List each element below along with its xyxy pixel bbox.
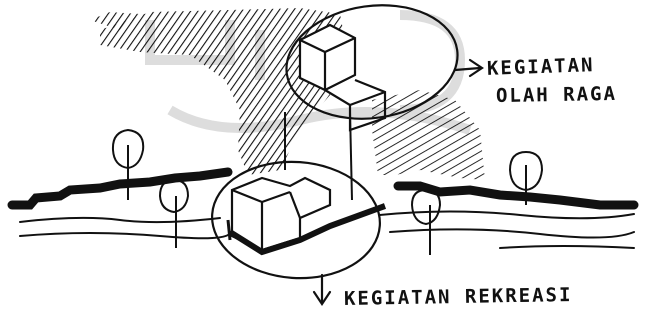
tree-group <box>111 128 544 255</box>
ground-contours <box>7 167 639 249</box>
arrow-to-olah-raga <box>453 58 484 78</box>
tree-left-1 <box>111 128 145 200</box>
label-kegiatan-rekreasi: KEGIATAN REKREASI <box>343 284 573 310</box>
tree-right-2 <box>410 188 442 255</box>
zone-olah-raga <box>285 4 459 132</box>
hatched-background <box>90 8 485 180</box>
label-kegiatan-olah-raga-line2: OLAH RAGA <box>495 82 618 108</box>
label-kegiatan-olah-raga-line1: KEGIATAN <box>486 54 595 80</box>
tree-left-2 <box>158 178 190 248</box>
tree-right-1 <box>508 150 544 205</box>
arrow-to-rekreasi <box>312 273 332 306</box>
zone-rekreasi <box>211 160 387 280</box>
